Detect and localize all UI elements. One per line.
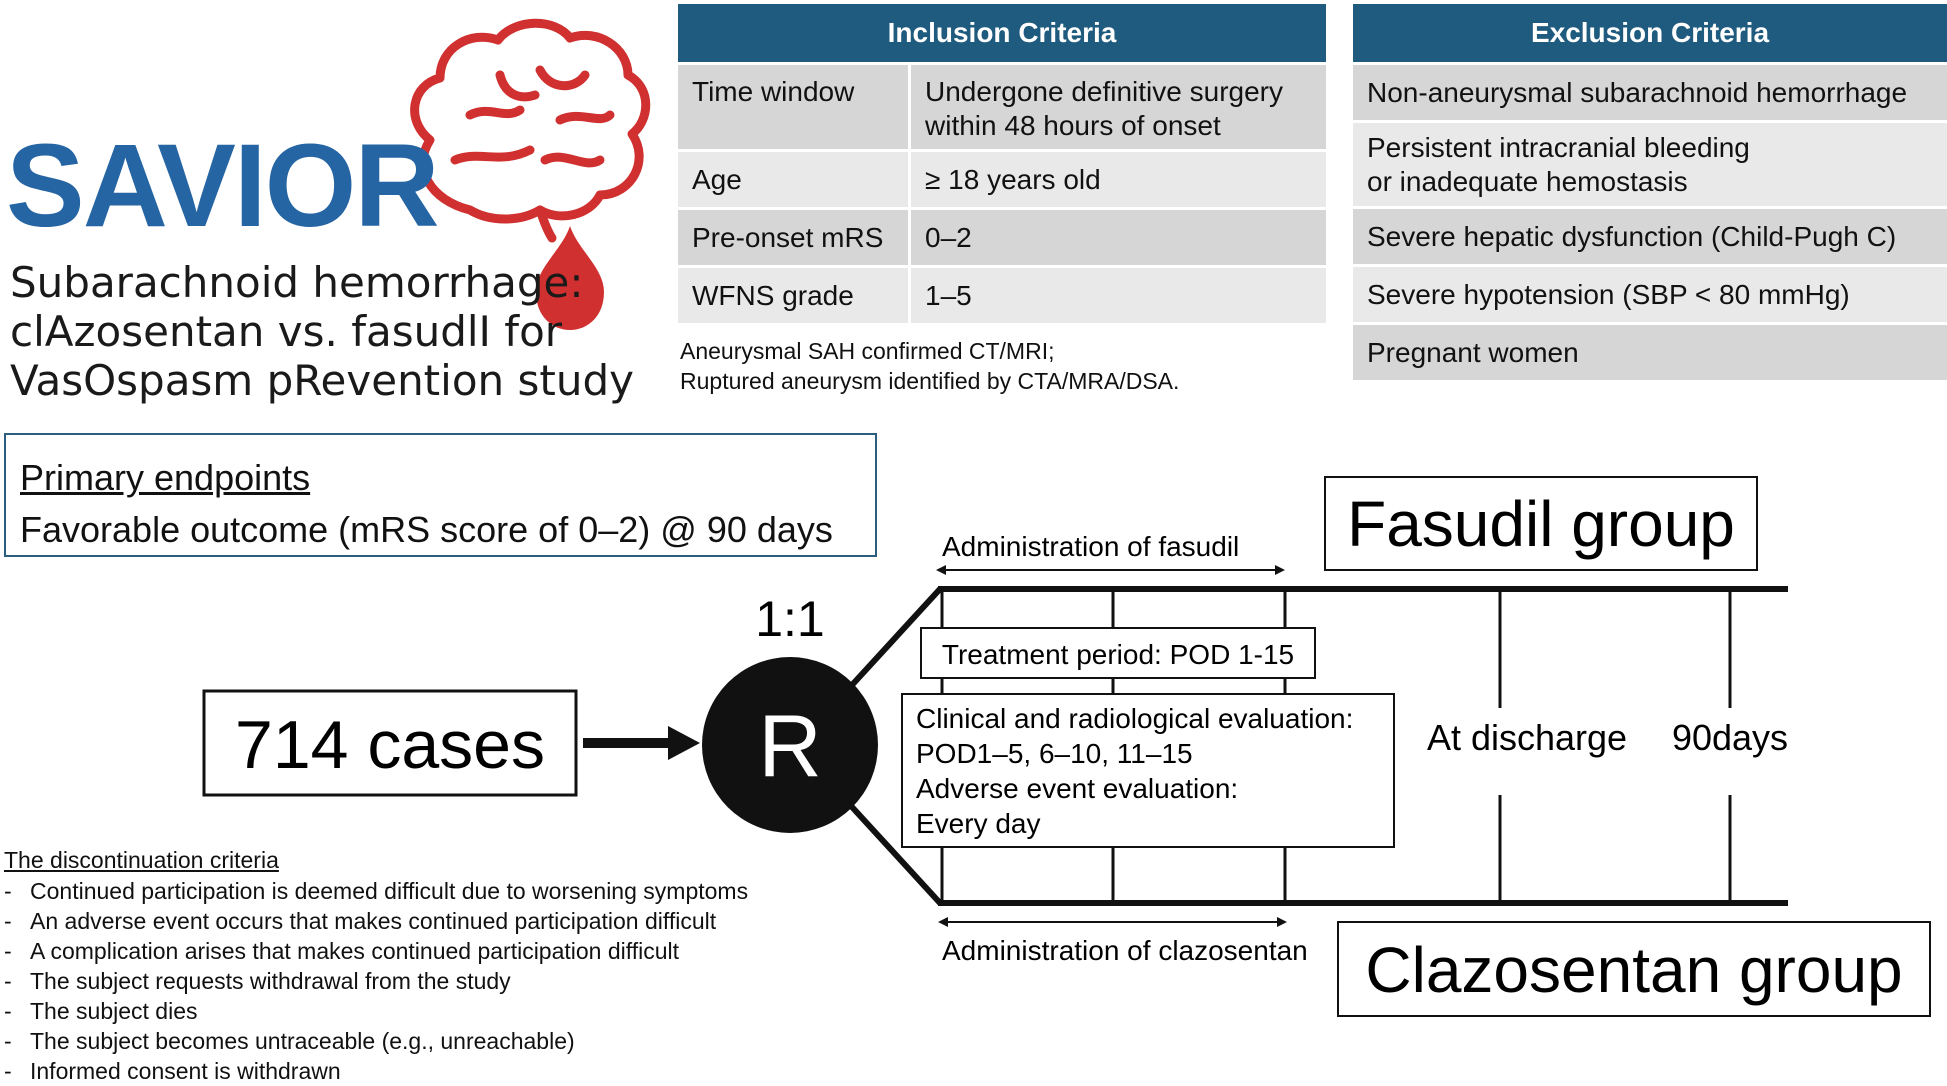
evaluation-line: Adverse event evaluation: [916, 773, 1238, 804]
list-item: -A complication arises that makes contin… [4, 936, 748, 966]
exclusion-row: Severe hypotension (SBP < 80 mmHg) [1353, 264, 1947, 322]
evaluation-line: Clinical and radiological evaluation: [916, 703, 1353, 734]
exclusion-item: or inadequate hemostasis [1367, 165, 1688, 197]
list-item: -The subject becomes untraceable (e.g., … [4, 1026, 748, 1056]
list-item: -The subject dies [4, 996, 748, 1026]
list-item-text: A complication arises that makes continu… [30, 938, 680, 964]
inclusion-row: Age ≥ 18 years old [678, 149, 1326, 207]
list-item: -An adverse event occurs that makes cont… [4, 906, 748, 936]
exclusion-item: Pregnant women [1353, 322, 1947, 380]
inclusion-value: 1–5 [911, 265, 1326, 323]
fasudil-branch-line [849, 586, 943, 688]
list-item-text: The subject becomes untraceable (e.g., u… [30, 1028, 575, 1054]
exclusion-item: Severe hepatic dysfunction (Child-Pugh C… [1353, 206, 1947, 264]
fasudil-group-box [1324, 476, 1758, 571]
admin-fasudil-label: Administration of fasudil [942, 531, 1239, 562]
exclusion-row: Pregnant women [1353, 322, 1947, 380]
exclusion-item: Non-aneurysmal subarachnoid hemorrhage [1353, 62, 1947, 120]
exclusion-item: Severe hypotension (SBP < 80 mmHg) [1353, 264, 1947, 322]
list-item: -Continued participation is deemed diffi… [4, 876, 748, 906]
inclusion-label: Age [678, 149, 911, 207]
list-item-text: The subject requests withdrawal from the… [30, 968, 511, 994]
list-item-text: An adverse event occurs that makes conti… [30, 908, 717, 934]
primary-endpoints-title: Primary endpoints [20, 457, 311, 498]
inclusion-row: Time window Undergone definitive surgery… [678, 62, 1326, 149]
treatment-period-label: Treatment period: POD 1-15 [942, 639, 1294, 670]
discontinuation-title: The discontinuation criteria [4, 847, 279, 873]
blood-drop-icon [536, 226, 604, 330]
primary-endpoints-box: Primary endpoints Favorable outcome (mRS… [4, 433, 877, 557]
bullet-dash: - [4, 1058, 12, 1084]
inclusion-row: WFNS grade 1–5 [678, 265, 1326, 323]
list-item-text: Informed consent is withdrawn [30, 1058, 341, 1084]
clazosentan-group-box [1337, 921, 1931, 1017]
fasudil-group-label: Fasudil group [1347, 488, 1735, 560]
inclusion-label: Time window [678, 62, 911, 149]
exclusion-row: Non-aneurysmal subarachnoid hemorrhage [1353, 62, 1947, 120]
exclusion-item: Persistent intracranial bleeding [1367, 131, 1750, 163]
bullet-dash: - [4, 1028, 12, 1054]
brain-icon [410, 18, 651, 243]
savior-logo: SAVIOR [6, 18, 651, 330]
inclusion-criteria-table: Inclusion Criteria Time window Undergone… [678, 4, 1326, 323]
discontinuation-list: -Continued participation is deemed diffi… [4, 876, 748, 1086]
cases-box [202, 689, 578, 797]
day90-label: 90days [1672, 717, 1788, 758]
randomization-label: R [758, 696, 822, 795]
list-item-text: Continued participation is deemed diffic… [30, 878, 749, 904]
admin-clazosentan-label: Administration of clazosentan [942, 935, 1308, 966]
exclusion-criteria-table: Exclusion Criteria Non-aneurysmal subara… [1353, 4, 1947, 380]
inclusion-value: within 48 hours of onset [925, 110, 1221, 141]
bullet-dash: - [4, 908, 12, 934]
randomization-circle [702, 657, 878, 833]
evaluation-line: POD1–5, 6–10, 11–15 [916, 738, 1193, 769]
cases-label: 714 cases [235, 707, 545, 783]
inclusion-value: ≥ 18 years old [911, 149, 1326, 207]
inclusion-row: Pre-onset mRS 0–2 [678, 207, 1326, 265]
bullet-dash: - [4, 878, 12, 904]
logo-subtitle-line-1: Subarachnoid hemorrhage: [10, 258, 584, 307]
list-item-text: The subject dies [30, 998, 198, 1024]
bullet-dash: - [4, 998, 12, 1024]
logo-subtitle-line-2: clAzosentan vs. fasudlI for [10, 307, 563, 356]
clazosentan-branch-line [849, 804, 943, 906]
exclusion-header: Exclusion Criteria [1353, 4, 1947, 62]
evaluation-box [901, 693, 1395, 848]
ratio-label: 1:1 [755, 591, 825, 647]
list-item: -Informed consent is withdrawn [4, 1056, 748, 1086]
clazosentan-group-label: Clazosentan group [1365, 934, 1902, 1006]
primary-endpoints-text: Favorable outcome (mRS score of 0–2) @ 9… [20, 509, 833, 550]
inclusion-header: Inclusion Criteria [678, 4, 1326, 62]
inclusion-value: Undergone definitive surgery [925, 76, 1283, 107]
inclusion-note-line-1: Aneurysmal SAH confirmed CT/MRI; [680, 338, 1055, 364]
logo-subtitle-line-3: VasOspasm pRevention study [10, 356, 634, 405]
evaluation-line: Every day [916, 808, 1041, 839]
bullet-dash: - [4, 968, 12, 994]
treatment-period-box [920, 627, 1316, 679]
bullet-dash: - [4, 938, 12, 964]
inclusion-note-line-2: Ruptured aneurysm identified by CTA/MRA/… [680, 368, 1180, 394]
inclusion-value: 0–2 [911, 207, 1326, 265]
inclusion-label: WFNS grade [678, 265, 911, 323]
at-discharge-label: At discharge [1427, 717, 1627, 758]
logo-wordmark: SAVIOR [6, 120, 438, 252]
inclusion-label: Pre-onset mRS [678, 207, 911, 265]
exclusion-row: Severe hepatic dysfunction (Child-Pugh C… [1353, 206, 1947, 264]
arrowhead-icon [668, 726, 700, 760]
list-item: -The subject requests withdrawal from th… [4, 966, 748, 996]
